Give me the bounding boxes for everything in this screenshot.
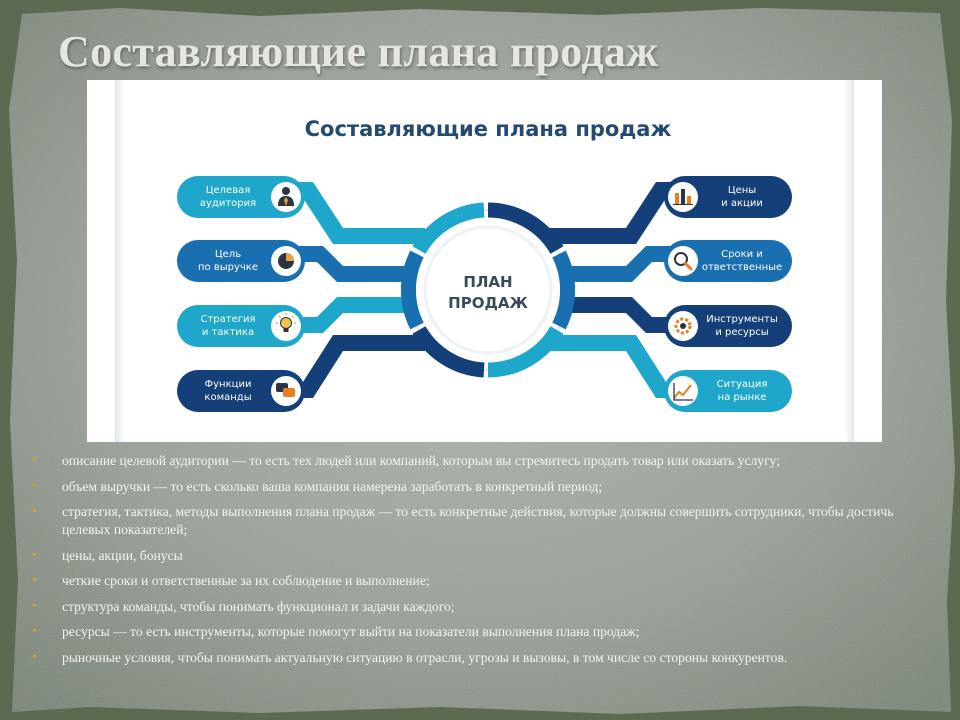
bullet-marker: • <box>32 504 37 519</box>
bullet-item: • стратегия, тактика, методы выполнения п… <box>32 503 922 539</box>
pill-prices-promotions: Цены и акции <box>664 176 792 218</box>
bullet-text: ресурсы — то есть инструменты, которые п… <box>62 624 640 639</box>
pill-market-situation: Ситуация на рынке <box>664 370 792 412</box>
pill-label-line1: Инструменты <box>706 314 778 325</box>
pill-label-line2: и тактика <box>202 327 254 338</box>
pill-label-line1: Функции <box>205 379 252 390</box>
trend-chart-icon <box>673 383 693 401</box>
bullet-text: рыночные условия, чтобы понимать актуаль… <box>62 649 788 665</box>
pill-label-line2: аудитория <box>200 198 256 209</box>
pill-label-line1: Целевая <box>206 185 251 196</box>
bullet-marker: • <box>32 598 37 614</box>
bullet-text: описание целевой аудитории — то есть тех… <box>62 453 781 468</box>
bullet-item: • цены, акции, бонусы <box>32 547 922 565</box>
bullet-text: стратегия, тактика, методы выполнения пл… <box>62 504 894 537</box>
center-ring: ПЛАН ПРОДАЖ <box>401 202 575 378</box>
bullet-marker: • <box>32 573 37 588</box>
bullet-item: • структура команды, чтобы понимать функц… <box>32 598 922 616</box>
pill-label-line1: Цены <box>728 185 756 196</box>
pill-label-line1: Цель <box>215 249 241 260</box>
magnifier-icon <box>674 252 693 271</box>
pill-strategy: Стратегия и тактика <box>177 305 305 347</box>
bullet-text: структура команды, чтобы понимать функци… <box>62 598 455 614</box>
pill-label-line2: команды <box>204 392 251 403</box>
bar-chart-icon <box>673 189 693 205</box>
bullet-text: объем выручки — то есть сколько ваша ком… <box>62 478 603 494</box>
bullet-item: • четкие сроки и ответственные за их собл… <box>32 572 922 590</box>
bullet-text: цены, акции, бонусы <box>62 547 183 563</box>
pill-label-line2: и акции <box>721 198 763 209</box>
pill-tools-resources: Инструменты и ресурсы <box>664 305 792 347</box>
bullet-marker: • <box>32 547 37 563</box>
bullet-item: • ресурсы — то есть инструменты, которые … <box>32 623 922 641</box>
pill-label-line2: по выручке <box>198 262 258 273</box>
bullet-text: четкие сроки и ответственные за их соблю… <box>62 573 430 588</box>
center-label-line2: ПРОДАЖ <box>448 294 528 312</box>
bullet-marker: • <box>32 649 37 665</box>
bullet-marker: • <box>32 453 37 468</box>
pill-target-audience: Целевая аудитория <box>177 176 305 218</box>
pill-revenue-goal: Цель по выручке <box>177 240 305 282</box>
infographic-title: Составляющие плана продаж <box>305 117 672 141</box>
person-icon <box>278 187 294 206</box>
pill-label-line1: Стратегия <box>200 314 255 325</box>
lightbulb-icon <box>276 313 296 332</box>
pill-deadlines-responsible: Сроки и ответственные <box>664 240 792 282</box>
bullet-marker: • <box>32 478 37 494</box>
infographic: Составляющие плана продаж ПЛАН <box>87 80 882 442</box>
bullet-item: • объем выручки — то есть сколько ваша ко… <box>32 478 922 496</box>
center-label-line1: ПЛАН <box>463 273 512 291</box>
pill-label-line1: Ситуация <box>717 379 768 390</box>
gear-icon <box>674 317 692 335</box>
pill-label-line2: ответственные <box>702 262 782 273</box>
speech-bubbles-icon <box>276 383 295 397</box>
pill-team-functions: Функции команды <box>177 370 305 412</box>
pie-chart-icon <box>278 253 294 269</box>
bullet-marker: • <box>32 624 37 639</box>
infographic-svg: Составляющие плана продаж ПЛАН <box>115 80 854 442</box>
pill-label-line2: на рынке <box>718 392 767 403</box>
pill-label-line2: и ресурсы <box>715 327 768 338</box>
bullet-item: • описание целевой аудитории — то есть те… <box>32 452 922 470</box>
pill-label-line1: Сроки и <box>721 249 763 260</box>
bullet-list: • описание целевой аудитории — то есть те… <box>32 452 922 674</box>
bullet-item: • рыночные условия, чтобы понимать актуал… <box>32 649 922 667</box>
slide-title: Составляющие плана продаж <box>58 27 659 76</box>
